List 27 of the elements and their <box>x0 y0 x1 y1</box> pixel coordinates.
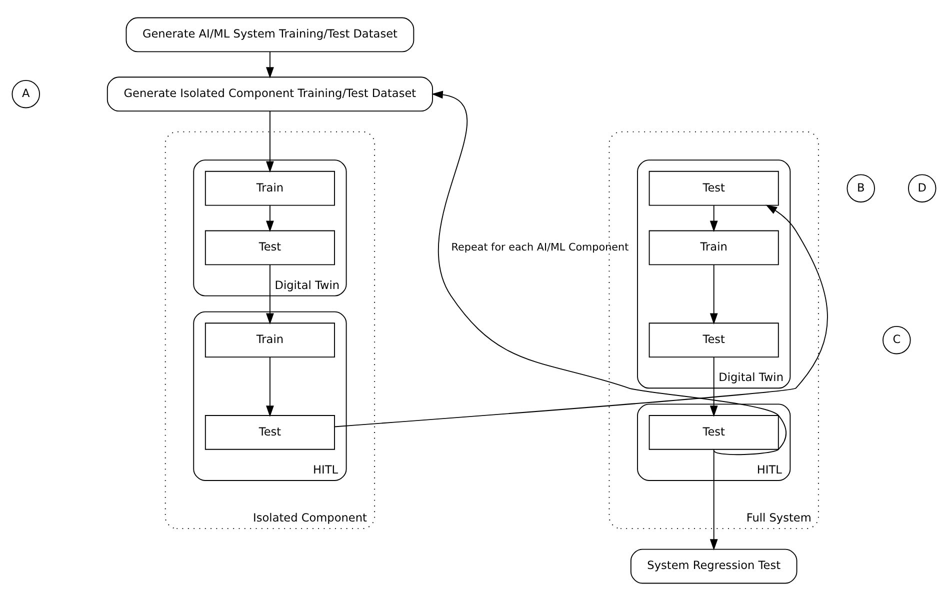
arrow <box>266 204 274 232</box>
node-box: Generate AI/ML System Training/Test Dataset <box>126 16 414 52</box>
arrow <box>334 204 828 427</box>
node-box: Train <box>204 322 335 358</box>
node-circle: D <box>908 174 936 202</box>
node-circle: B <box>846 174 875 202</box>
node-box: Train <box>648 230 779 265</box>
node-box: Test <box>648 414 779 450</box>
node-box: Test <box>204 230 335 265</box>
node-circle: A <box>12 79 40 108</box>
node-circle: C <box>882 325 911 354</box>
arrow <box>266 51 274 78</box>
arrow <box>710 204 718 232</box>
node-box: System Regression Test <box>630 548 798 584</box>
arrow <box>710 356 718 416</box>
node-box: Test <box>648 322 779 358</box>
node-box: Test <box>648 170 779 206</box>
arrow <box>266 356 274 416</box>
arrow <box>432 90 786 455</box>
arrow <box>266 110 274 172</box>
node-box: Train <box>204 170 335 206</box>
arrow <box>710 264 718 324</box>
edge-label: Repeat for each AI/ML Component <box>451 240 629 253</box>
arrow <box>710 448 718 550</box>
node-box: Generate Isolated Component Training/Test Dataset <box>106 76 433 112</box>
node-box: Test <box>204 414 335 450</box>
arrow <box>266 264 274 324</box>
